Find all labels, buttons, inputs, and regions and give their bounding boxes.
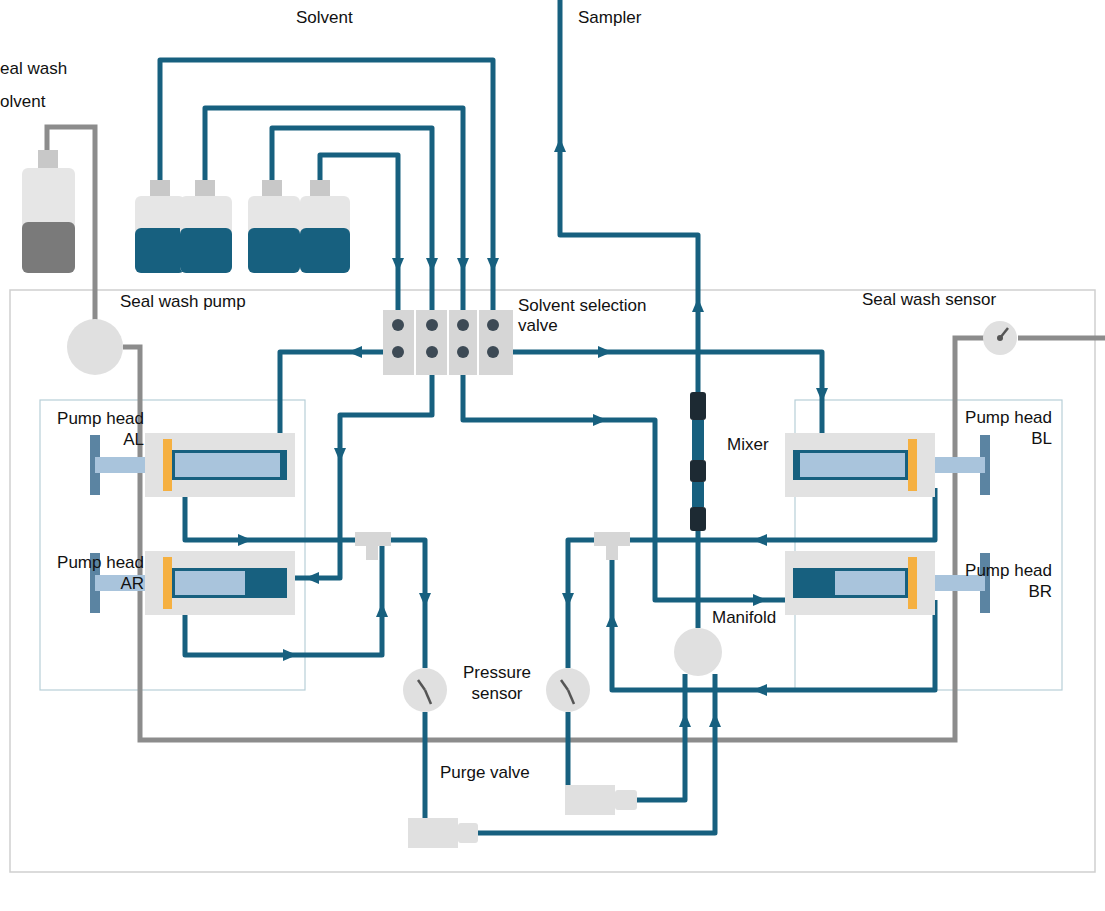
- seal-wash-line: [47, 127, 1105, 740]
- valve-label: Solvent selection valve: [518, 296, 668, 336]
- pump-head-label: Pump head BL: [952, 407, 1052, 449]
- manifold: [674, 628, 722, 676]
- pressure-sensor-label: Pressure sensor: [455, 662, 539, 704]
- solvent-bottle: [135, 180, 350, 273]
- purge-valve: [408, 785, 637, 848]
- solvent-line: [160, 0, 935, 833]
- seal-wash-bottle: [22, 150, 75, 273]
- purge-valve-label: Purge valve: [440, 763, 530, 783]
- pump-head-label: Pump head AL: [48, 408, 144, 450]
- seal-wash-sensor: [983, 321, 1017, 355]
- sampler-label: Sampler: [578, 8, 641, 28]
- seal-wash-solvent-label: eal wash olvent: [0, 52, 80, 118]
- flow-arrow: [238, 138, 828, 727]
- pump-head-frame: [40, 400, 305, 690]
- housing: [10, 290, 1095, 872]
- solvent-selection-valve: [383, 310, 513, 375]
- mixer-label: Mixer: [727, 435, 769, 455]
- pump-head: [90, 433, 990, 615]
- pump-head-label: Pump head AR: [48, 552, 144, 594]
- tee-piece: [355, 532, 630, 560]
- seal-wash-pump: [67, 319, 123, 375]
- manifold-label: Manifold: [712, 608, 776, 628]
- solvent-label: Solvent: [296, 8, 353, 28]
- sensor-label: Seal wash sensor: [862, 290, 1032, 310]
- mixer: [690, 392, 706, 531]
- seal-wash-pump-label: Seal wash pump: [120, 292, 320, 312]
- pump-head-label: Pump head BR: [952, 560, 1052, 602]
